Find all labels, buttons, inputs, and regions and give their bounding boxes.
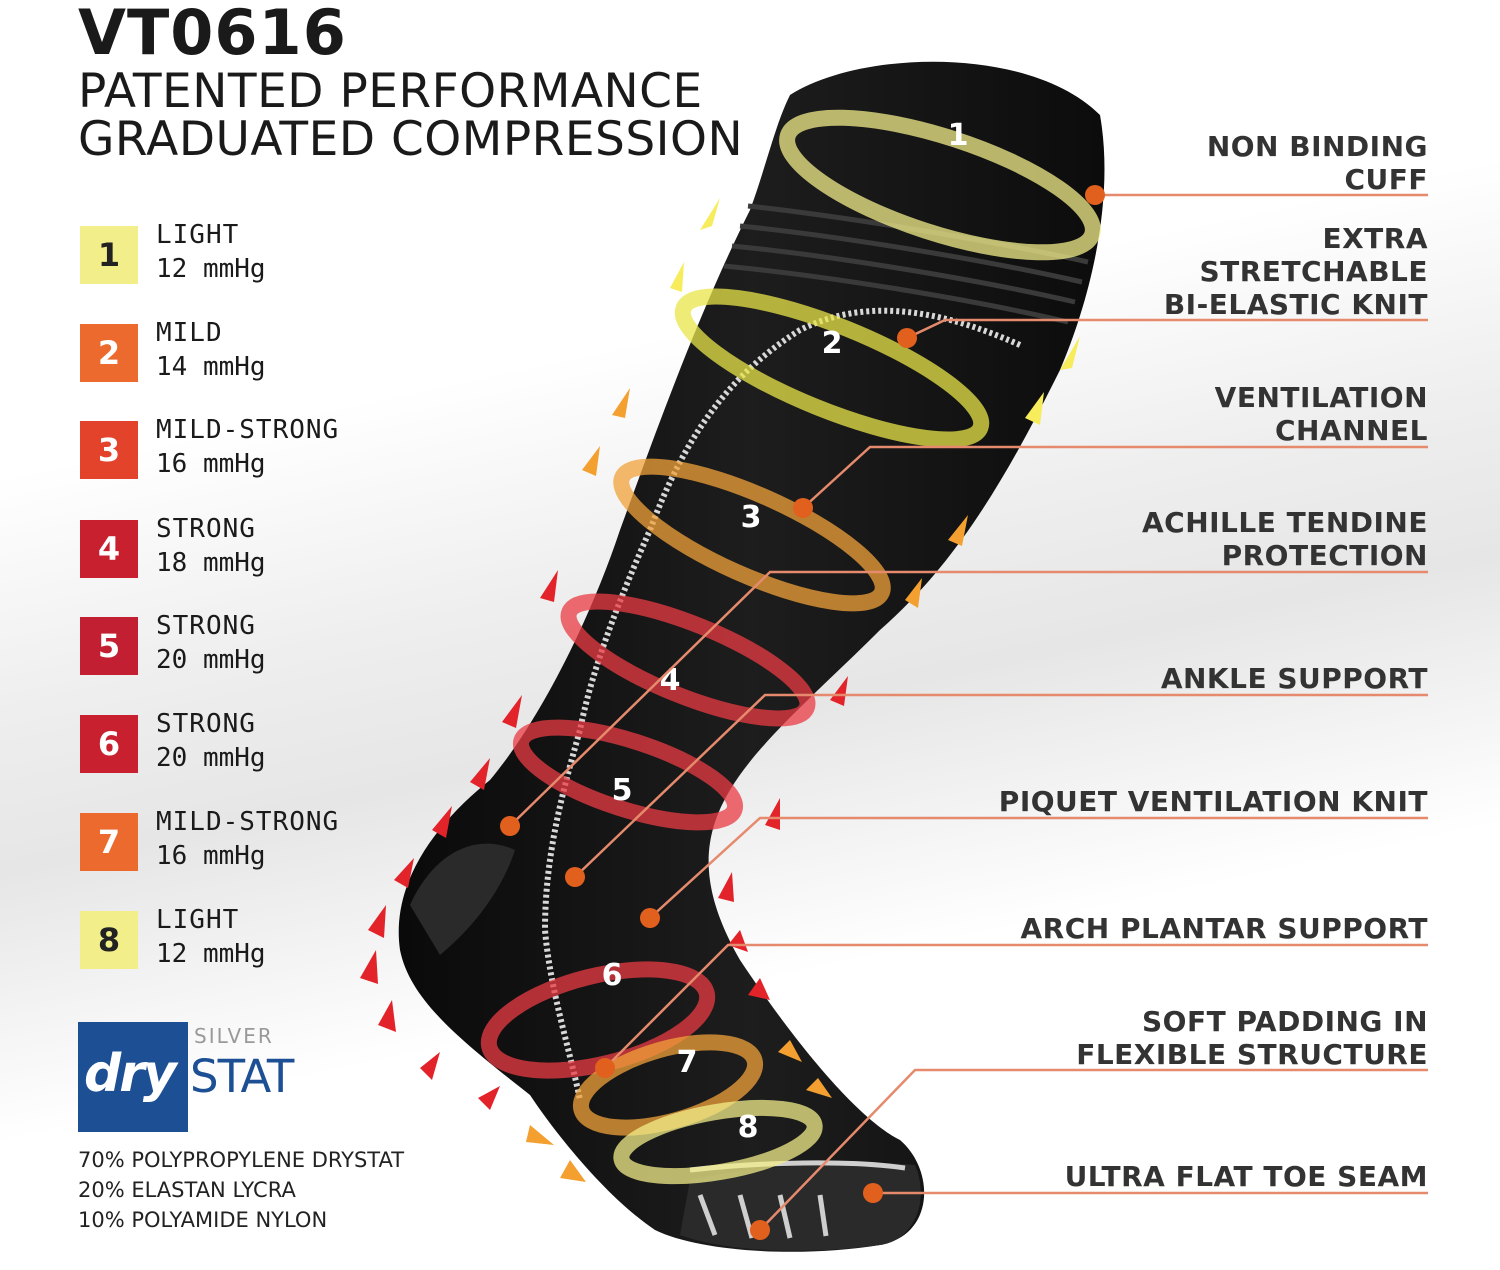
callout-line-piquet xyxy=(650,818,1428,918)
arrow-icon xyxy=(526,1125,554,1145)
feature-achille-protection: ACHILLE TENDINE PROTECTION xyxy=(1142,506,1428,572)
callout-dot xyxy=(565,867,585,887)
feature-line: SOFT PADDING IN xyxy=(1076,1005,1428,1038)
feature-line: NON BINDING xyxy=(1207,130,1428,163)
arrow-icon xyxy=(378,1000,396,1032)
feature-ankle-support: ANKLE SUPPORT xyxy=(1161,662,1428,695)
arrow-icon xyxy=(718,872,734,902)
feature-line: ULTRA FLAT TOE SEAM xyxy=(1065,1160,1428,1193)
callout-dot xyxy=(500,816,520,836)
arrow-icon xyxy=(700,198,720,230)
feature-line: CUFF xyxy=(1207,163,1428,196)
feature-line: ANKLE SUPPORT xyxy=(1161,662,1428,695)
zone-number-1: 1 xyxy=(948,118,969,153)
arrow-icon xyxy=(368,905,386,938)
arrow-icon xyxy=(612,388,630,418)
callout-dot xyxy=(863,1183,883,1203)
feature-line: ARCH PLANTAR SUPPORT xyxy=(1021,912,1428,945)
arrow-icon xyxy=(478,1086,500,1110)
zone-number-3: 3 xyxy=(741,500,762,535)
feature-line: PIQUET VENTILATION KNIT xyxy=(999,785,1428,818)
feature-soft-padding: SOFT PADDING IN FLEXIBLE STRUCTURE xyxy=(1076,1005,1428,1071)
feature-ventilation-channel: VENTILATION CHANNEL xyxy=(1215,381,1428,447)
zone-number-5: 5 xyxy=(612,773,633,808)
feature-piquet-ventilation: PIQUET VENTILATION KNIT xyxy=(999,785,1428,818)
feature-non-binding-cuff: NON BINDING CUFF xyxy=(1207,130,1428,196)
zone-number-7: 7 xyxy=(677,1045,698,1080)
arrow-icon xyxy=(830,676,848,706)
zone-number-2: 2 xyxy=(822,326,843,361)
callout-dot xyxy=(750,1220,770,1240)
feature-arch-plantar-support: ARCH PLANTAR SUPPORT xyxy=(1021,912,1428,945)
arrow-icon xyxy=(670,262,684,292)
zone-number-6: 6 xyxy=(602,958,623,993)
arrow-icon xyxy=(420,1052,440,1080)
arrow-icon xyxy=(502,695,522,728)
feature-line: VENTILATION xyxy=(1215,381,1428,414)
feature-bi-elastic-knit: EXTRA STRETCHABLE BI-ELASTIC KNIT xyxy=(1164,222,1428,321)
callout-dot xyxy=(793,498,813,518)
callout-dot xyxy=(595,1058,615,1078)
arrow-icon xyxy=(582,446,600,476)
arrow-icon xyxy=(560,1160,586,1182)
feature-line: CHANNEL xyxy=(1215,414,1428,447)
feature-flat-toe-seam: ULTRA FLAT TOE SEAM xyxy=(1065,1160,1428,1193)
feature-line: ACHILLE TENDINE xyxy=(1142,506,1428,539)
feature-line: BI-ELASTIC KNIT xyxy=(1164,288,1428,321)
feature-line: STRETCHABLE xyxy=(1164,255,1428,288)
feature-line: EXTRA xyxy=(1164,222,1428,255)
feature-line: FLEXIBLE STRUCTURE xyxy=(1076,1038,1428,1071)
arrow-icon xyxy=(765,798,780,830)
arrow-icon xyxy=(360,950,378,984)
feature-line: PROTECTION xyxy=(1142,539,1428,572)
callout-dot xyxy=(897,328,917,348)
callout-dot xyxy=(640,908,660,928)
arrow-icon xyxy=(540,570,558,602)
zone-number-8: 8 xyxy=(738,1110,759,1145)
callout-dot xyxy=(1085,185,1105,205)
